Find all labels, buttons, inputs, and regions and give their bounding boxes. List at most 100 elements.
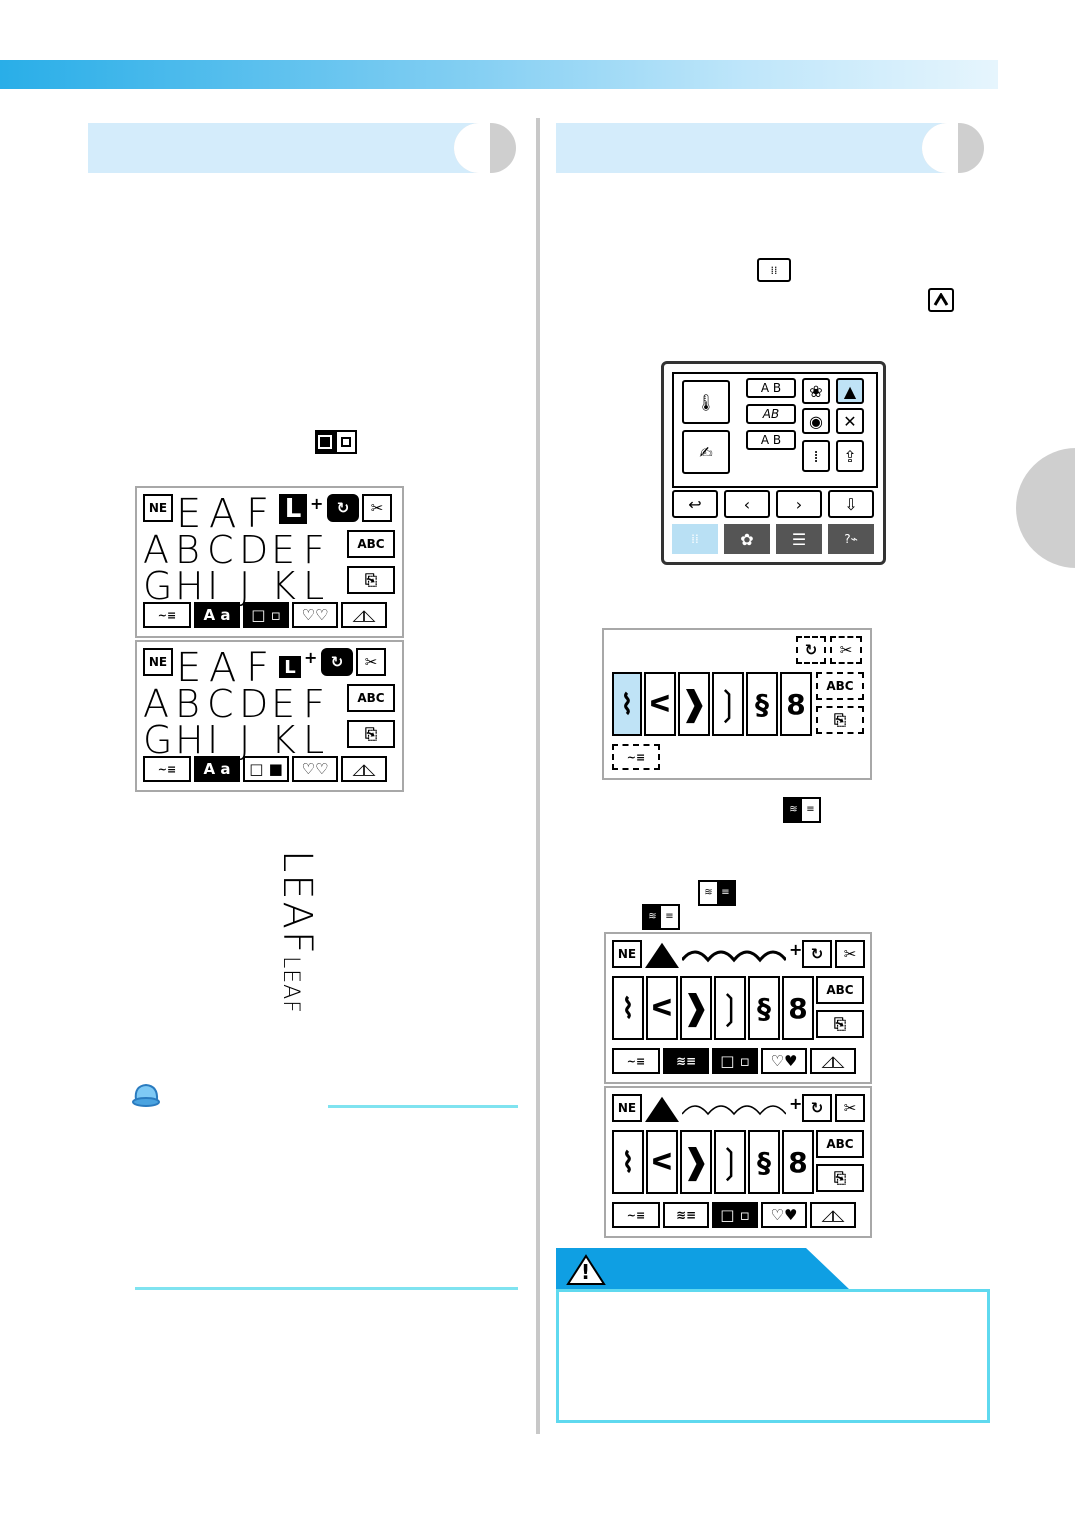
- cursor-letter-key[interactable]: L: [279, 494, 307, 524]
- font-outline-key[interactable]: A B: [746, 430, 796, 450]
- memory-key[interactable]: ⎘: [816, 706, 864, 734]
- reverse-stitch-key[interactable]: ↻: [796, 636, 826, 664]
- font-script-key[interactable]: AB: [746, 404, 796, 424]
- leaf-size-sample: LEAFLEAF: [274, 850, 320, 1014]
- lcd-stitch-menu: 🌡 ✍ A B AB A B ❀ ▲ ◉ ✕ ⁞ ⇪ ↩ ‹ › ⇩ ⁞⁞ ✿ …: [661, 361, 886, 565]
- warning-triangle-icon: !: [566, 1254, 606, 1286]
- satin-selected-key[interactable]: ▲: [836, 378, 864, 404]
- cross-stitch-key[interactable]: ✕: [836, 408, 864, 434]
- settings-tab[interactable]: ☰: [776, 524, 822, 554]
- abc-key[interactable]: ABC: [347, 530, 395, 558]
- stitch-chevron[interactable]: ❱: [680, 976, 712, 1040]
- stitch-scroll[interactable]: §: [748, 1130, 780, 1194]
- case-toggle-key[interactable]: A a: [194, 602, 240, 628]
- stitch-mode-key[interactable]: ~≡: [143, 756, 191, 782]
- heart-key[interactable]: ♡♡: [292, 756, 338, 782]
- stitch-zigzag[interactable]: ᐸ: [646, 976, 678, 1040]
- size-key[interactable]: □ ▫: [712, 1202, 758, 1228]
- case-toggle-key[interactable]: A a: [194, 756, 240, 782]
- size-key[interactable]: □ ■: [243, 756, 289, 782]
- stitch-figure-eight[interactable]: 8: [782, 1130, 814, 1194]
- reverse-stitch-key[interactable]: ↻: [802, 940, 832, 968]
- thread-cut-key[interactable]: ✂: [835, 1094, 865, 1122]
- embroidery-tab[interactable]: ✿: [724, 524, 770, 554]
- decorative-key[interactable]: ❀: [802, 378, 830, 404]
- abc-key[interactable]: ABC: [347, 684, 395, 712]
- satin-wave-preview: [682, 950, 786, 963]
- help-tab[interactable]: ?⌁: [828, 524, 874, 554]
- memory-key[interactable]: ⎘: [347, 720, 395, 748]
- abc-key[interactable]: ABC: [816, 1130, 864, 1158]
- stitch-crescent[interactable]: ❳: [714, 976, 746, 1040]
- satin-stitch-icon: [928, 288, 954, 312]
- font-ab-key[interactable]: A B: [746, 378, 796, 398]
- thread-cut-key[interactable]: ✂: [356, 648, 386, 676]
- stitch-crescent[interactable]: ❳: [714, 1130, 746, 1194]
- thread-cut-key[interactable]: ✂: [835, 940, 865, 968]
- density-key[interactable]: ≋≡: [663, 1048, 709, 1074]
- ne-key[interactable]: NE: [612, 940, 642, 968]
- save-key[interactable]: ⇩: [828, 490, 874, 518]
- memory-key[interactable]: ⎘: [816, 1010, 864, 1038]
- ne-key[interactable]: NE: [143, 648, 173, 676]
- back-key[interactable]: ↩: [672, 490, 718, 518]
- stitch-mode-key[interactable]: ~≡: [612, 1202, 660, 1228]
- header-band: [0, 60, 998, 89]
- stitch-wave-selected[interactable]: ⌇: [612, 672, 642, 736]
- mirror-key[interactable]: ◿◺: [341, 756, 387, 782]
- next-key[interactable]: ›: [776, 490, 822, 518]
- left-section-header-cap: [454, 123, 516, 173]
- memo-rule-top: [328, 1105, 518, 1108]
- heart-key[interactable]: ♡♡: [292, 602, 338, 628]
- mirror-key[interactable]: ◿◺: [341, 602, 387, 628]
- stitch-figure-eight[interactable]: 8: [780, 672, 812, 736]
- utility-tab[interactable]: ⁞⁞: [672, 524, 718, 554]
- memory-key[interactable]: ⎘: [347, 566, 395, 594]
- stitch-scroll[interactable]: §: [748, 976, 780, 1040]
- stitch-scroll[interactable]: §: [746, 672, 778, 736]
- stitch-chevron[interactable]: ❱: [680, 1130, 712, 1194]
- mirror-key[interactable]: ◿◺: [810, 1202, 856, 1228]
- stitch-chevron[interactable]: ❱: [678, 672, 710, 736]
- thread-cut-key[interactable]: ✂: [830, 636, 862, 664]
- reverse-stitch-key[interactable]: ↻: [321, 648, 353, 676]
- memo-bell-icon: [130, 1080, 164, 1110]
- stitch-mode-key[interactable]: ~≡: [143, 602, 191, 628]
- stitch-wave[interactable]: ⌇: [612, 976, 644, 1040]
- memory-key[interactable]: ⎘: [816, 1164, 864, 1192]
- chapter-side-tab: [1016, 448, 1075, 568]
- stitch-wave[interactable]: ⌇: [612, 1130, 644, 1194]
- ne-key[interactable]: NE: [612, 1094, 642, 1122]
- stitch-crescent[interactable]: ❳: [712, 672, 744, 736]
- size-key[interactable]: □ ▫: [712, 1048, 758, 1074]
- thread-cut-key[interactable]: ✂: [362, 494, 392, 522]
- right-section-header-cap: [922, 123, 984, 173]
- cursor-letter-key[interactable]: L: [279, 656, 301, 678]
- stitch-zigzag[interactable]: ᐸ: [646, 1130, 678, 1194]
- ne-key[interactable]: NE: [143, 494, 173, 522]
- density-key[interactable]: ≋≡: [663, 1202, 709, 1228]
- utility-thermometer-key[interactable]: 🌡: [682, 380, 730, 424]
- mirror-key[interactable]: ◿◺: [810, 1048, 856, 1074]
- upload-key[interactable]: ⇪: [836, 440, 864, 472]
- satin-cursor: [645, 942, 679, 968]
- stitch-zigzag[interactable]: ᐸ: [644, 672, 676, 736]
- hand-design-key[interactable]: ✍: [682, 430, 730, 474]
- size-toggle-icon: [315, 430, 357, 454]
- heart-key[interactable]: ♡♥: [761, 1048, 807, 1074]
- prev-key[interactable]: ‹: [724, 490, 770, 518]
- density-toggle-icon-b: ≋ ≡: [642, 904, 680, 930]
- heart-key[interactable]: ♡♥: [761, 1202, 807, 1228]
- plus-indicator: +: [310, 494, 324, 513]
- abc-key[interactable]: ABC: [816, 976, 864, 1004]
- stitch-mode-key[interactable]: ~≡: [612, 1048, 660, 1074]
- stitch-mode-key[interactable]: ~≡: [612, 744, 660, 770]
- stitch-figure-eight[interactable]: 8: [782, 976, 814, 1040]
- size-key[interactable]: □ ▫: [243, 602, 289, 628]
- reverse-stitch-key[interactable]: ↻: [802, 1094, 832, 1122]
- reverse-stitch-key[interactable]: ↻: [327, 494, 359, 522]
- heirloom-key[interactable]: ⁞: [802, 440, 830, 472]
- round-key[interactable]: ◉: [802, 408, 830, 434]
- abc-key[interactable]: ABC: [816, 672, 864, 700]
